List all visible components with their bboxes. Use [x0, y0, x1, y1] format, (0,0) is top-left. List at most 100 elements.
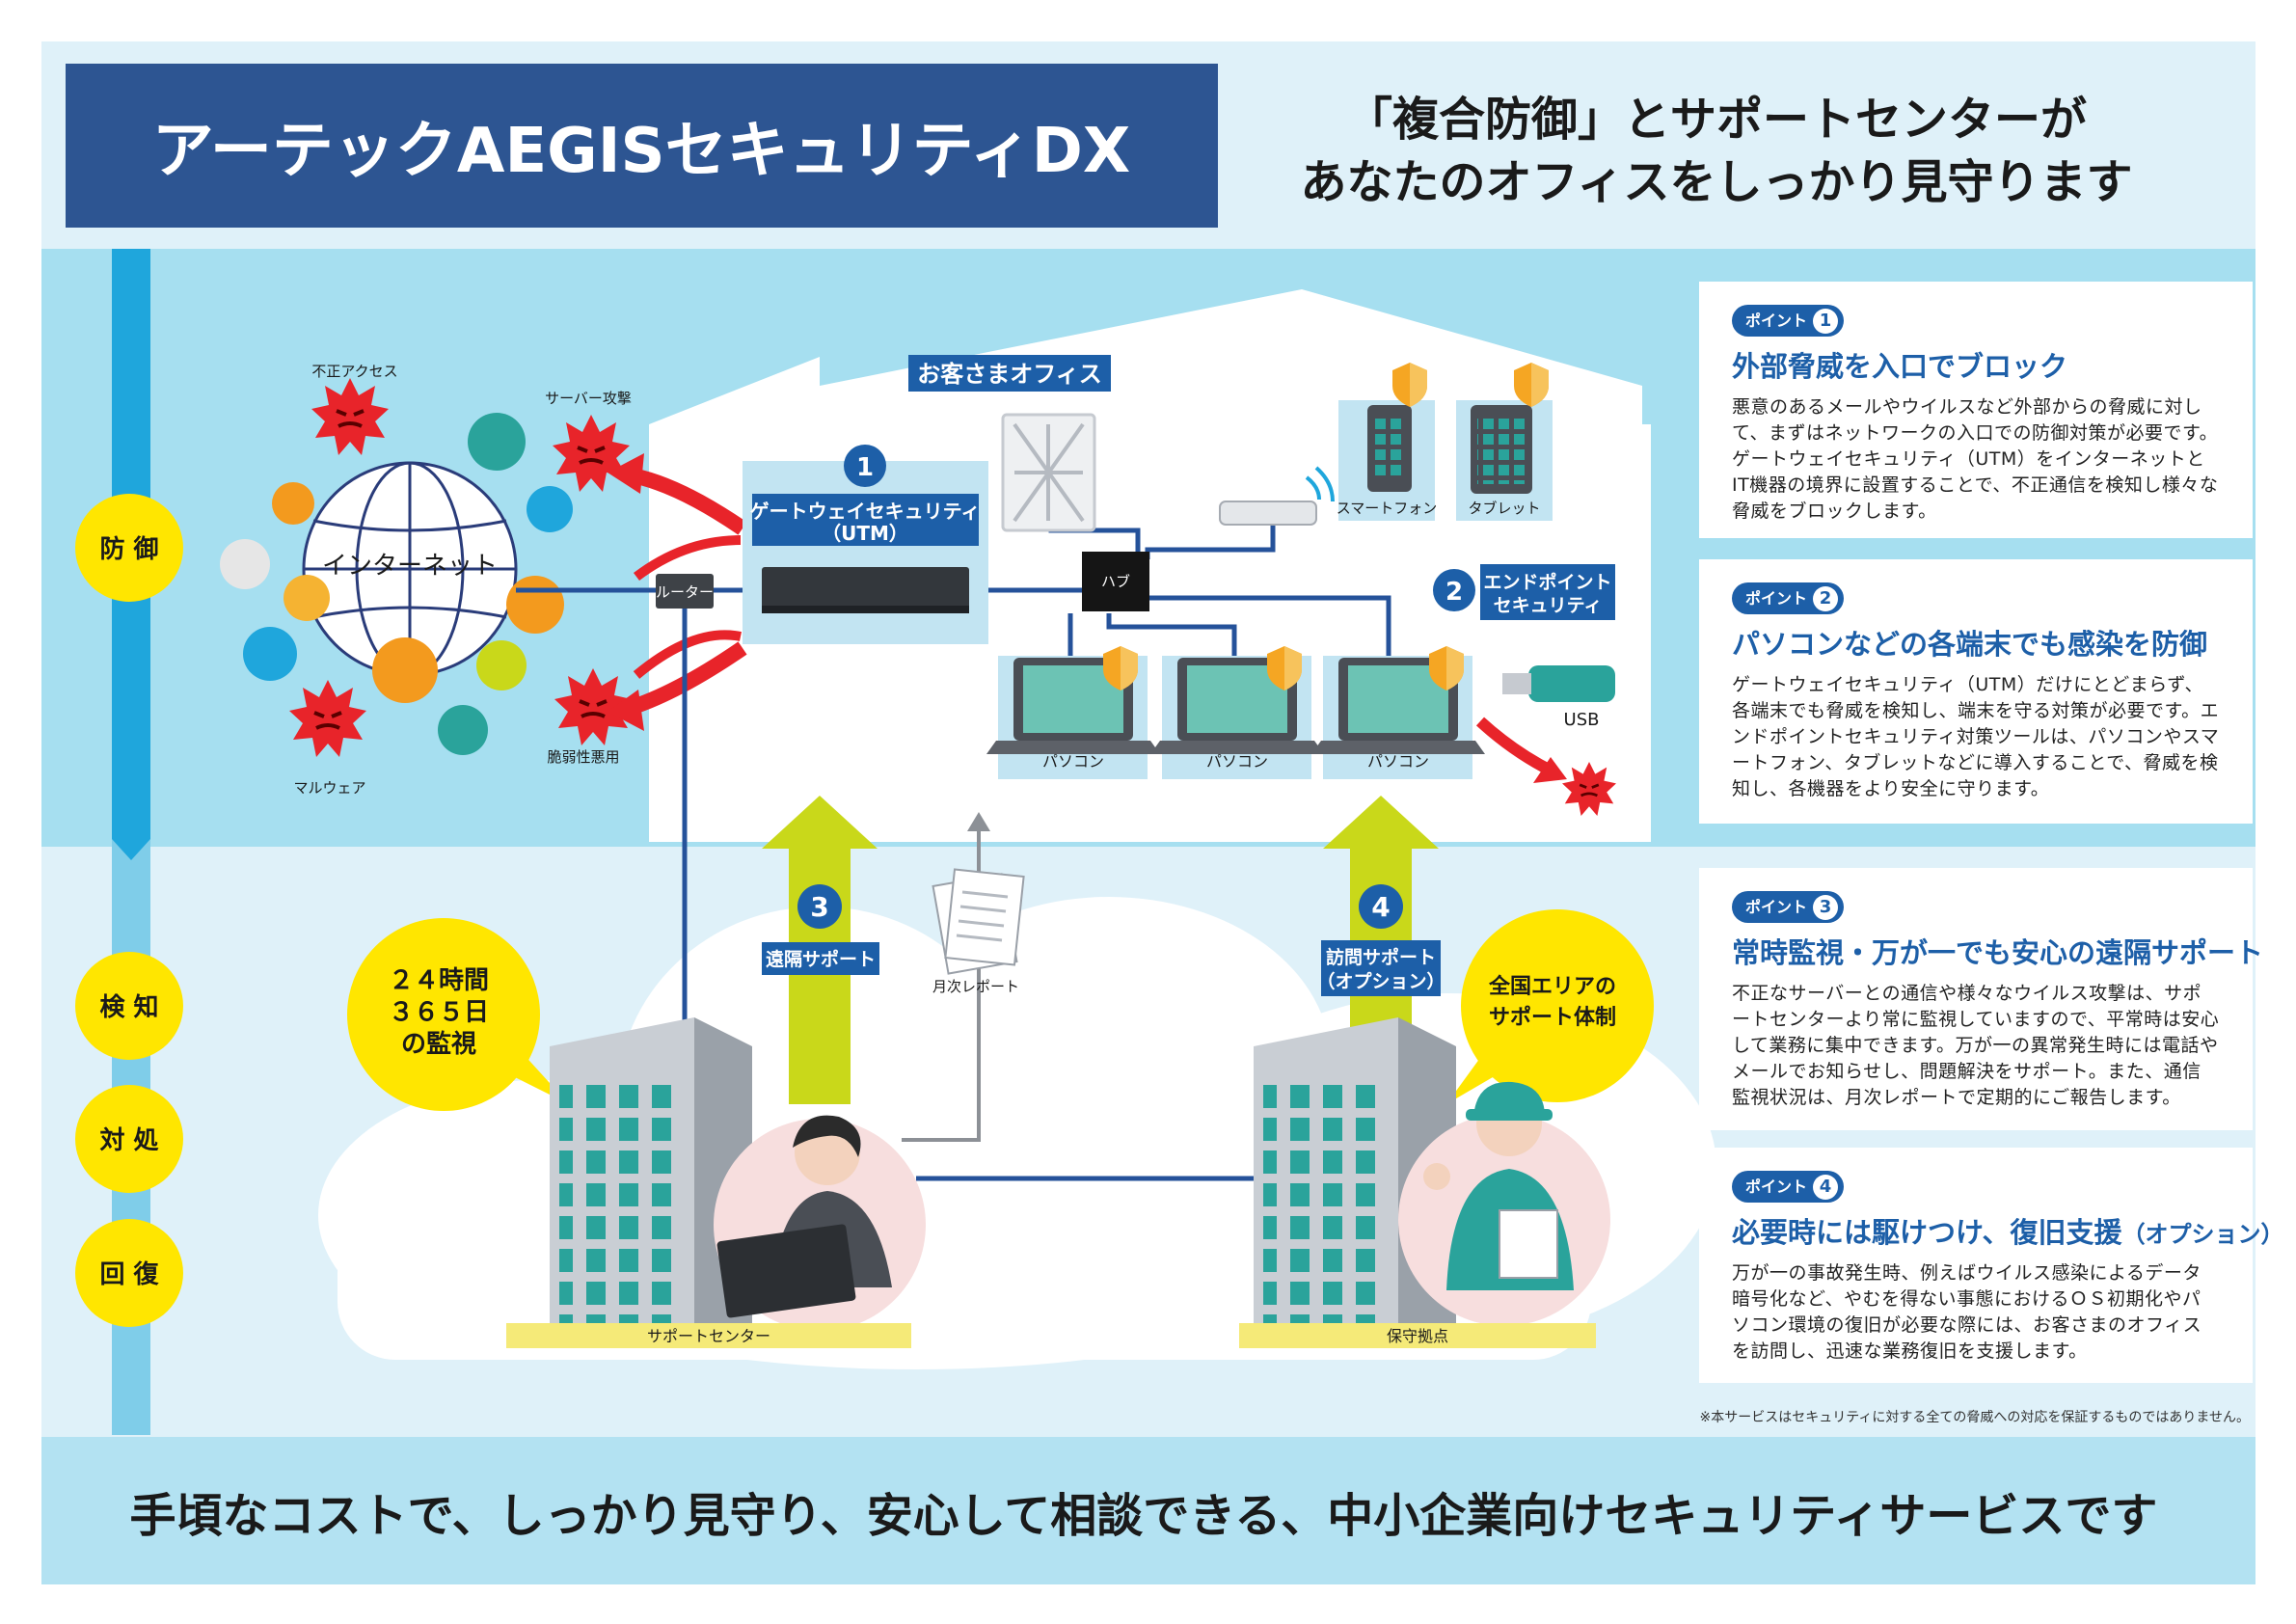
threat-malware-label: マルウェア — [293, 779, 365, 797]
point-title: パソコンなどの各端末でも感染を防御 — [1732, 622, 2220, 663]
folder-icon — [527, 486, 573, 532]
point-card-2: ポイント 2 パソコンなどの各端末でも感染を防御 ゲートウェイセキュリティ（UTM… — [1699, 559, 2253, 824]
point-badge-label: ポイント — [1745, 589, 1808, 608]
visit-support-label-box — [1321, 940, 1441, 996]
visit-support-line1: 訪問サポート — [1326, 946, 1436, 968]
nationwide-bubble — [1461, 909, 1654, 1102]
point-badge-number: 4 — [1813, 1175, 1839, 1200]
utm-label-line2: （UTM） — [822, 522, 908, 545]
usb-block-arrow-head — [1533, 757, 1567, 783]
point-badge-label: ポイント — [1745, 898, 1808, 916]
report-arrow-head — [967, 812, 990, 831]
num3-label: 3 — [810, 891, 828, 923]
chat-icon — [284, 575, 330, 621]
stage-recover-circle — [75, 1219, 183, 1327]
users-icon — [468, 413, 526, 471]
utm-device-front — [762, 606, 969, 613]
internet-label: インターネット — [322, 552, 498, 581]
nationwide-line1: 全国エリアの — [1488, 974, 1616, 999]
pc-label-3: パソコン — [1367, 752, 1429, 771]
pc-label-2: パソコン — [1206, 752, 1268, 771]
remote-support-label: 遠隔サポート — [766, 948, 876, 970]
rss-icon — [272, 482, 314, 525]
engineer-icon — [1423, 1081, 1574, 1290]
monthly-report-label: 月次レポート — [932, 978, 1019, 995]
search-icon — [220, 539, 270, 589]
stage-detect-label: 検 知 — [99, 993, 158, 1022]
point-body: ゲートウェイセキュリティ（UTM）だけにとどまらず、各端末でも脅威を検知し、端末… — [1732, 674, 2220, 799]
num4-label: 4 — [1371, 891, 1390, 923]
point-card-4: ポイント 4 必要時には駆けつけ、復旧支援（オプション） 万が一の事故発生時、例え… — [1699, 1148, 2284, 1383]
point-badge: ポイント 4 — [1732, 1171, 1845, 1203]
stage-respond-label: 対 処 — [99, 1126, 158, 1155]
support-center-base — [506, 1323, 911, 1348]
threat-server-attack-label: サーバー攻撃 — [545, 390, 632, 407]
num1-label: 1 — [856, 453, 874, 482]
block-arrow-2 — [633, 535, 742, 581]
point-badge-number: 2 — [1813, 586, 1839, 611]
tagline-line2: あなたのオフィスをしっかり見守ります — [1300, 155, 2132, 209]
mail-icon — [506, 576, 564, 634]
pc-label-1: パソコン — [1042, 752, 1104, 771]
title-box — [66, 64, 1218, 228]
point-title-text: 外部脅威を入口でブロック — [1732, 350, 2068, 383]
monitoring-line1: ２４時間 — [389, 966, 489, 995]
point-title: 常時監視・万が一でも安心の遠隔サポート — [1732, 931, 2263, 971]
monitoring-line2: ３６５日 — [389, 998, 489, 1027]
chart-icon — [372, 637, 438, 703]
office-label: お客さまオフィス — [917, 361, 1102, 388]
endpoint-label-box — [1480, 564, 1615, 620]
router-label: ルーター — [656, 583, 714, 601]
point-badge-label: ポイント — [1745, 311, 1808, 330]
remote-support-label-box — [762, 942, 879, 975]
network-lines — [516, 511, 1391, 1181]
stage-defense-label: 防 御 — [99, 534, 158, 564]
threat-unauthorized-label: 不正アクセス — [311, 363, 397, 380]
num4-circle — [1359, 884, 1403, 929]
nationwide-bubble-tail — [1446, 1051, 1504, 1104]
cart-icon — [476, 640, 527, 690]
point-body: 万が一の事故発生時、例えばウイルス感染によるデータ暗号化など、やむを得ない事態に… — [1732, 1262, 2202, 1362]
block-arrow-4-head — [608, 690, 644, 731]
thumbs-up-icon — [243, 627, 297, 681]
num1-circle — [844, 445, 886, 487]
point-title-suffix: （オプション） — [2121, 1221, 2284, 1248]
point-badge: ポイント 2 — [1732, 582, 1845, 614]
point-title-text: 必要時には駆けつけ、復旧支援 — [1732, 1216, 2122, 1249]
usb-label: USB — [1564, 710, 1600, 730]
num3-circle — [797, 884, 842, 929]
id-card-icon — [438, 705, 488, 755]
point-badge-label: ポイント — [1745, 1177, 1808, 1196]
endpoint-label-line2: セキュリティ — [1494, 595, 1603, 616]
tablet-screen — [1477, 415, 1526, 484]
utm-device-icon — [762, 567, 969, 613]
stage-detect-circle — [75, 952, 183, 1060]
footer-band — [41, 1437, 2255, 1584]
smartphone-label: スマートフォン — [1337, 500, 1438, 517]
stage-recover-label: 回 復 — [99, 1259, 159, 1289]
support-center-label: サポートセンター — [647, 1327, 770, 1345]
title-text: アーテックAEGISセキュリティDX — [152, 116, 1130, 187]
utm-area — [743, 461, 988, 644]
nationwide-line2: サポート体制 — [1489, 1005, 1616, 1030]
maintenance-base-label: 保守拠点 — [1387, 1327, 1448, 1345]
tagline-line1: 「複合防御」とサポートセンターが — [1346, 93, 2087, 147]
point-title: 外部脅威を入口でブロック — [1732, 344, 2220, 385]
wifi-icon — [1305, 466, 1335, 502]
point-body: 不正なサーバーとの通信や様々なウイルス攻撃は、サポートセンターより常に監視してい… — [1732, 983, 2220, 1108]
router-icon — [656, 574, 714, 609]
report-document-icon — [932, 868, 1025, 975]
block-arrow-3 — [633, 630, 743, 679]
smartphone-screen — [1373, 417, 1406, 478]
point-title-text: パソコンなどの各端末でも感染を防御 — [1732, 628, 2208, 661]
utm-label-box — [752, 494, 979, 546]
visit-support-line2: （オプション） — [1316, 970, 1445, 992]
point-title: 必要時には駆けつけ、復旧支援（オプション） — [1732, 1210, 2284, 1251]
support-center-building-icon — [550, 1017, 752, 1336]
hub-label: ハブ — [1101, 573, 1130, 590]
stage-respond-circle — [75, 1085, 183, 1193]
